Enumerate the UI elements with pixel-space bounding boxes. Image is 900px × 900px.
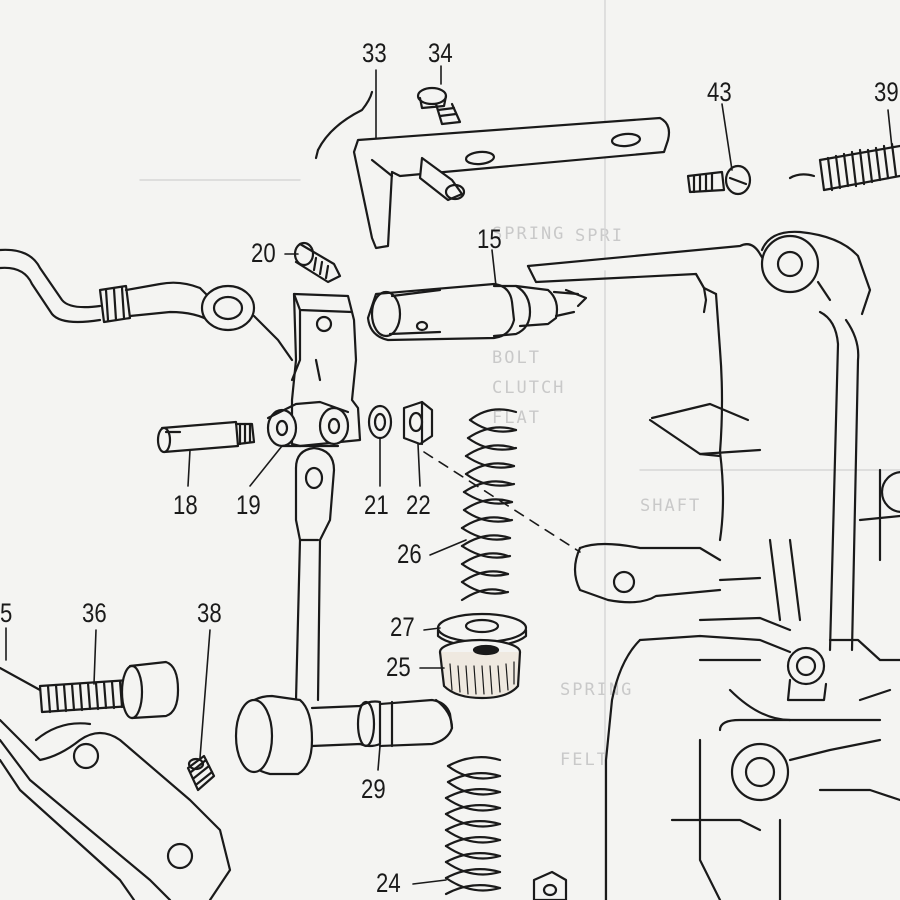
callout-5: 5	[0, 598, 13, 628]
callout-43: 43	[707, 77, 732, 107]
callout-26: 26	[397, 539, 422, 569]
callout-34: 34	[428, 38, 453, 68]
callout-33: 33	[362, 38, 387, 68]
bleed-text-line: SPRING	[492, 224, 566, 244]
bleed-text-line: BOLT	[492, 348, 541, 368]
callout-27: 27	[390, 612, 415, 642]
part-25-felt	[438, 638, 522, 700]
assembly-dashed-line	[423, 451, 581, 553]
bleed-text-line: SPRI	[575, 226, 624, 246]
part-36-cap-screw	[38, 660, 180, 720]
callout-15: 15	[477, 224, 502, 254]
main-frame	[526, 230, 900, 900]
callout-24: 24	[376, 868, 401, 898]
bleed-text-line: FELT	[560, 750, 609, 770]
part-38-set-screw	[186, 754, 216, 792]
part-22-nut	[402, 400, 434, 446]
callout-20: 20	[251, 238, 276, 268]
part-26-spring	[460, 408, 518, 602]
part-20-set-screw	[293, 241, 342, 284]
callout-38: 38	[197, 598, 222, 628]
part-19-yoke-lever	[266, 292, 362, 448]
part-24-spring	[444, 755, 502, 896]
bleed-text-line: SHAFT	[640, 496, 702, 516]
callout-39: 39	[874, 77, 899, 107]
part-33-bracket	[314, 90, 671, 250]
leader-lines	[5, 65, 893, 885]
callout-18: 18	[173, 490, 198, 520]
part-15-clevis	[366, 282, 588, 342]
part-43-screw	[686, 164, 752, 196]
part-34-screw	[416, 86, 462, 126]
callout-21: 21	[364, 490, 389, 520]
callout-22: 22	[406, 490, 431, 520]
callout-36: 36	[82, 598, 107, 628]
part-29-pin	[234, 694, 454, 776]
bottom-nut	[532, 870, 568, 900]
bleed-text-line: CLUTCH	[492, 378, 566, 398]
lower-left-plate	[0, 666, 232, 900]
connecting-link	[294, 446, 336, 702]
part-21-washer	[367, 404, 393, 440]
part-18-pin	[156, 420, 256, 454]
callout-25: 25	[386, 652, 411, 682]
bleed-text-line: FLAT	[492, 408, 541, 428]
part-39-spring	[788, 142, 900, 192]
callout-29: 29	[361, 774, 386, 804]
callout-19: 19	[236, 490, 261, 520]
linkage-wire	[0, 248, 294, 362]
